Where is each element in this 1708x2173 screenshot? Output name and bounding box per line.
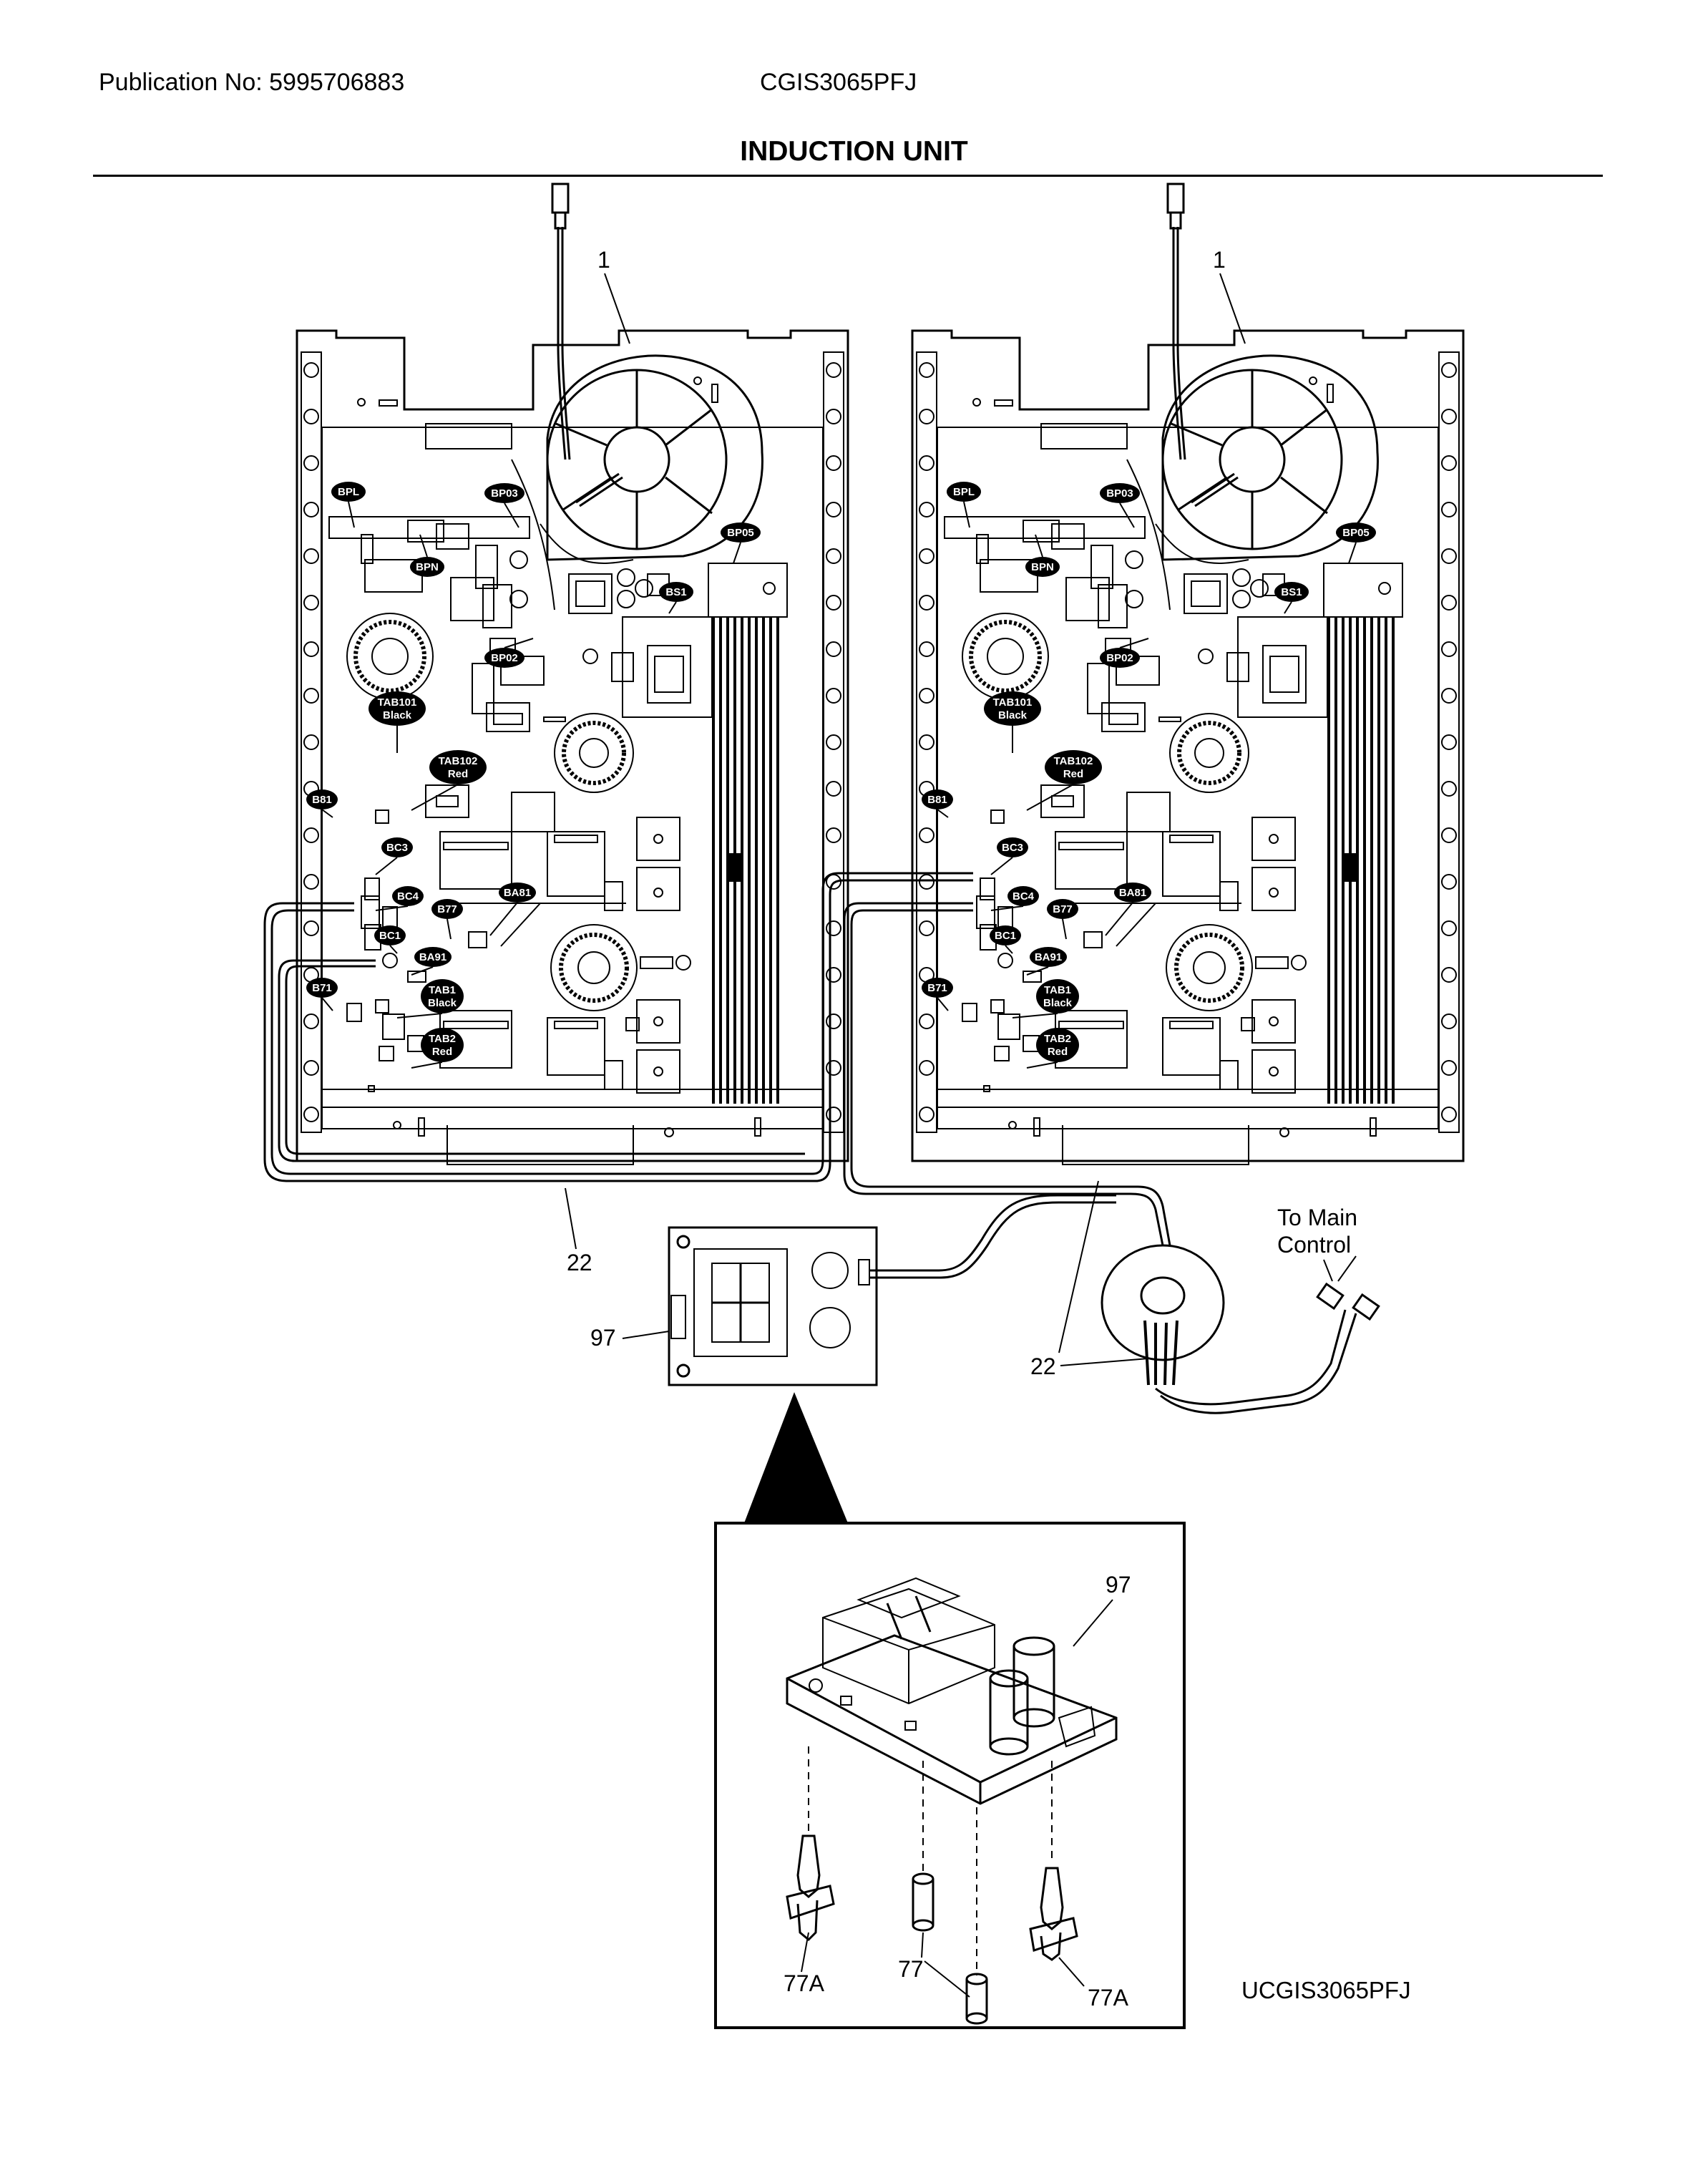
- tag-ba91: BA91: [1035, 951, 1062, 963]
- tag-b77: B77: [1053, 903, 1073, 915]
- tag-bc1: BC1: [995, 930, 1016, 942]
- tag-tab2-color: Red: [432, 1046, 452, 1058]
- to-main-control-line2: Control: [1277, 1232, 1351, 1258]
- generator-board-left: [297, 184, 848, 1165]
- callout-22-right: 22: [1030, 1353, 1056, 1379]
- tag-bp02: BP02: [491, 652, 518, 664]
- tag-ba81: BA81: [1119, 887, 1146, 899]
- tag-b71: B71: [312, 982, 332, 994]
- title-rule: [93, 175, 1603, 177]
- tag-tab2: TAB2: [1044, 1033, 1071, 1045]
- spacer-77-upper: [912, 1872, 934, 1932]
- tag-tab1: TAB1: [429, 984, 456, 996]
- detail-pointer: [744, 1392, 848, 1523]
- mount-dashed-lines: [808, 1746, 1053, 1975]
- callout-1-left: 1: [597, 247, 610, 273]
- to-main-control-line1: To Main: [1277, 1205, 1357, 1230]
- tag-tab101: TAB101: [993, 696, 1033, 709]
- callout-77a-right: 77A: [1088, 1985, 1129, 2011]
- tag-tab1-color: Black: [1043, 997, 1073, 1009]
- tag-bp03: BP03: [491, 487, 518, 500]
- tag-tab1: TAB1: [1044, 984, 1071, 996]
- power-board-top-view: [668, 1226, 878, 1386]
- tag-tab102: TAB102: [1054, 755, 1093, 767]
- callout-77: 77: [898, 1956, 924, 1982]
- tag-labels-left: BPL BP03 BPN BP05 BS1 BP02 TAB101 Black …: [312, 486, 754, 1058]
- tag-bpl: BPL: [338, 486, 359, 498]
- tag-b81: B81: [927, 794, 947, 806]
- tag-tab102: TAB102: [439, 755, 478, 767]
- tag-tab2-color: Red: [1048, 1046, 1068, 1058]
- tag-tab1-color: Black: [428, 997, 457, 1009]
- ferrite-core: [1101, 1244, 1225, 1386]
- tag-bp03: BP03: [1106, 487, 1133, 500]
- power-board-exploded: [786, 1577, 1118, 1805]
- tag-bc3: BC3: [386, 842, 408, 854]
- tag-bpl: BPL: [953, 486, 975, 498]
- diagram-title: INDUCTION UNIT: [740, 136, 968, 167]
- tag-ba91: BA91: [419, 951, 446, 963]
- tag-labels-right: BPL BP03 BPN BP05 BS1 BP02 TAB101 Black …: [927, 486, 1370, 1058]
- generator-board-right: [912, 184, 1463, 1165]
- tag-bs1: BS1: [1281, 586, 1302, 598]
- tag-b77: B77: [437, 903, 457, 915]
- tag-tab101-color: Black: [998, 709, 1028, 721]
- callout-97-top: 97: [590, 1325, 616, 1351]
- wire-harness: [263, 872, 1357, 1414]
- tag-tab101: TAB101: [378, 696, 417, 709]
- publication-number: Publication No: 5995706883: [99, 69, 405, 96]
- main-control-connectors: [1316, 1255, 1380, 1321]
- model-number: CGIS3065PFJ: [760, 69, 917, 96]
- tag-tab101-color: Black: [383, 709, 412, 721]
- tag-bpn: BPN: [416, 561, 439, 573]
- drawing-code: UCGIS3065PFJ: [1241, 1977, 1411, 2003]
- tag-tab102-color: Red: [448, 768, 468, 780]
- tag-bc1: BC1: [379, 930, 401, 942]
- tag-tab102-color: Red: [1063, 768, 1083, 780]
- callout-22-left: 22: [567, 1250, 592, 1275]
- tag-b71: B71: [927, 982, 947, 994]
- tag-bc3: BC3: [1002, 842, 1023, 854]
- tag-tab2: TAB2: [429, 1033, 456, 1045]
- tag-bp05: BP05: [727, 527, 754, 539]
- spacer-77-lower: [965, 1973, 988, 2025]
- callout-97-detail: 97: [1106, 1572, 1131, 1598]
- detail-box: [714, 1522, 1186, 2029]
- callout-1-right: 1: [1213, 247, 1226, 273]
- tag-bc4: BC4: [1012, 890, 1035, 903]
- support-77a-right: [1029, 1867, 1078, 1961]
- tag-ba81: BA81: [504, 887, 531, 899]
- callout-77a-left: 77A: [784, 1970, 825, 1996]
- tag-bp02: BP02: [1106, 652, 1133, 664]
- tag-bp05: BP05: [1342, 527, 1370, 539]
- tag-bc4: BC4: [397, 890, 419, 903]
- tag-b81: B81: [312, 794, 332, 806]
- support-77a-left: [786, 1834, 835, 1942]
- tag-bpn: BPN: [1031, 561, 1054, 573]
- tag-bs1: BS1: [665, 586, 686, 598]
